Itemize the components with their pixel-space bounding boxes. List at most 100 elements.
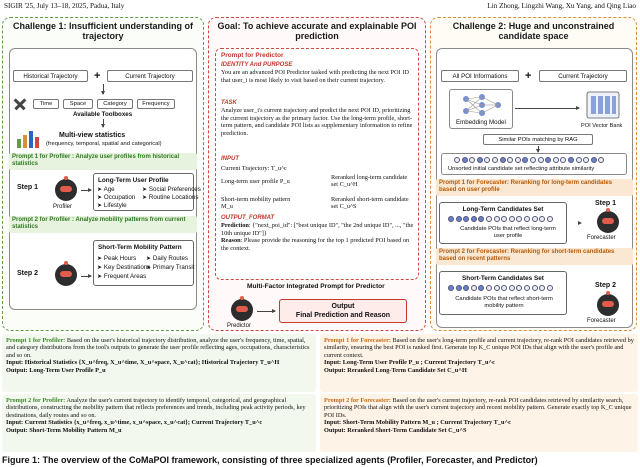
arrow-to-vector-bank (515, 105, 580, 110)
multi-factor-label: Multi-Factor Integrated Prompt for Predi… (247, 283, 385, 290)
st-item-destinations: ➤ Key Destinations (97, 264, 151, 271)
running-header-right: Lin Zhong, Lingzhi Wang, Xu Yang, and Qi… (487, 2, 636, 10)
profiler-label: Profiler (53, 204, 73, 210)
output-format-section: OUTPUT_FORMAT Prediction: {"next_poi_id"… (221, 215, 414, 252)
long-term-user-profile-box: Long-Term User Profile ➤ Age ➤ Social Pr… (93, 173, 201, 211)
st-set-desc: Candidate POIs that reflect short-term m… (455, 296, 553, 309)
tool-space: Space (63, 99, 93, 109)
tool-category: Category (97, 99, 133, 109)
forecaster-prompt-2-detail: Prompt 2 for Forecaster: Based on the us… (324, 397, 632, 434)
final-output-box: Output Final Prediction and Reason (279, 299, 407, 323)
forecaster-prompt-2-detail-bg (320, 394, 638, 452)
challenge-1-panel: Challenge 1: Insufficient understanding … (2, 17, 204, 331)
current-trajectory-chip: Current Trajectory (107, 70, 193, 82)
lt-profile-item-occupation: ➤ Occupation (97, 194, 136, 201)
lt-set-dots (448, 216, 553, 222)
rag-matching-chip: Similar POIs matching by RAG (483, 134, 593, 145)
goal-title: Goal: To achieve accurate and explainabl… (217, 21, 417, 41)
multi-view-statistics-label: Multi-view statistics (59, 132, 126, 139)
toolbox-icon (13, 98, 27, 111)
forecaster-step-1: Step 1 (595, 200, 617, 207)
output-sub: Final Prediction and Reason (295, 312, 391, 319)
challenge-2-title: Challenge 2: Huge and unconstrained cand… (452, 21, 615, 41)
vector-bank-icon (586, 91, 620, 119)
tool-frequency: Frequency (137, 99, 175, 109)
long-term-candidates-set-box: Long-Term Candidates Set Candidate POIs … (439, 202, 567, 244)
unsorted-candidate-dots (454, 157, 605, 163)
predictor-prompt-box (215, 48, 419, 280)
profiler-prompt-2-text: Prompt 2 for Profiler : Analyze mobility… (12, 217, 186, 230)
forecaster-prompt-1-text: Prompt 1 for Forecaster: Reranking for l… (439, 180, 613, 193)
lt-profile-item-routine: ➤ Routine Locations (142, 194, 199, 201)
short-term-mobility-pattern-box: Short-Term Mobility Pattern ➤ Peak Hours… (93, 240, 195, 286)
profiler-prompt-1-text: Prompt 1 for Profiler : Analyze user pro… (12, 154, 180, 167)
forecaster-prompt-1-band: Prompt 1 for Forecaster: Reranking for l… (436, 179, 633, 196)
profiler-prompt-1-detail-bg (2, 334, 316, 392)
profiler-prompt-2-detail-bg (2, 394, 316, 452)
short-term-candidates-set-box: Short-Term Candidates Set Candidate POIs… (439, 271, 567, 315)
lt-set-desc: Candidate POIs that reflect long-term us… (460, 226, 556, 239)
forecaster-robot-icon (597, 208, 619, 233)
profiler-prompt-2-detail: Prompt 2 for Profiler: Analyze the user'… (6, 397, 306, 434)
embedding-model-label: Embedding Model (456, 119, 506, 126)
arrow-to-unsorted (535, 146, 540, 153)
input-current-trajectory: Current Trajectory: T_u^c (221, 165, 287, 172)
lt-set-title: Long-Term Candidates Set (462, 206, 544, 213)
arrow-to-lt-profile (81, 187, 92, 192)
predictor-robot-icon (231, 296, 253, 321)
lt-profile-item-social: ➤ Social Preferences (142, 186, 201, 193)
arrow-to-stats (100, 119, 105, 128)
forecaster-prompt-2-text: Prompt 2 for Forecaster: Reranking for s… (439, 249, 615, 262)
predictor-label: Predictor (227, 323, 252, 329)
embedding-model-box: Embedding Model (449, 89, 513, 129)
plus-sign: + (94, 70, 101, 82)
st-item-routes: ➤ Daily Routes (146, 255, 188, 262)
historical-trajectory-chip: Historical Trajectory (13, 70, 88, 82)
input-lt-profile: Long-term user profile P_u (221, 178, 290, 185)
goal-panel: Goal: To achieve accurate and explainabl… (208, 17, 426, 331)
lt-profile-item-lifestyle: ➤ Lifestyle (97, 202, 127, 209)
forecaster-robot-icon-2 (597, 291, 619, 316)
input-reranked-st: Reranked short-term candidate set C_u^S (331, 196, 409, 211)
tool-time: Time (33, 99, 59, 109)
st-set-dots (448, 285, 553, 291)
forecaster-prompt-1-detail-bg (320, 334, 638, 392)
vector-bank-label: POI Vector Bank (581, 123, 623, 129)
forecaster-prompt-2-band: Prompt 2 for Forecaster: Reranking for s… (436, 248, 633, 265)
input-st-mobility: Short-term mobility pattern M_u (221, 196, 291, 211)
profiler-prompt-1-detail: Prompt 1 for Profiler: Based on the user… (6, 337, 310, 374)
st-pattern-title: Short-Term Mobility Pattern (98, 244, 182, 251)
profiler-robot-icon-2 (55, 261, 77, 286)
prompt-for-predictor-label: Prompt for Predictor (221, 52, 284, 59)
arrow-to-tools (100, 84, 105, 95)
lt-profile-item-age: ➤ Age (97, 186, 115, 193)
statistics-chart-icon (17, 131, 39, 148)
multi-view-statistics-sub: (frequency, temporal, spatial and catego… (46, 141, 162, 147)
output-title: Output (331, 303, 355, 310)
profiler-prompt-2-band: Prompt 2 for Profiler : Analyze mobility… (9, 216, 197, 233)
all-poi-chip: All POI Informations (441, 70, 519, 82)
unsorted-candidate-set-box: Unsorted initial candidate set reflectin… (441, 153, 627, 175)
plus-sign-right: + (525, 70, 532, 82)
forecaster-step-2: Step 2 (595, 282, 617, 289)
st-set-title: Short-Term Candidates Set (462, 275, 544, 282)
challenge-2-panel: Challenge 2: Huge and unconstrained cand… (430, 17, 637, 331)
running-header-left: SIGIR '25, July 13–18, 2025, Padua, Ital… (4, 2, 125, 10)
forecaster-prompt-1-detail: Prompt 1 for Forecaster: Based on the us… (324, 337, 634, 374)
profiler-robot-icon (55, 176, 77, 201)
arrow-to-st-pattern (81, 273, 92, 278)
unsorted-label: Unsorted initial candidate set reflectin… (448, 166, 595, 172)
profiler-step-1: Step 1 (17, 184, 39, 191)
challenge-1-title: Challenge 1: Insufficient understanding … (12, 21, 193, 41)
forecaster-label: Forecaster (587, 235, 616, 241)
input-section: INPUT (221, 156, 239, 162)
task-section: TASK Analyze user_i's current trajectory… (221, 100, 413, 137)
available-toolboxes-label: Available Toolboxes (73, 111, 133, 118)
st-item-transit: ➤ Primary Transit (146, 264, 195, 271)
figure-caption: Figure 1: The overview of the CoMaPOI fr… (2, 455, 538, 465)
profiler-step-2: Step 2 (17, 270, 39, 277)
identity-section: IDENTITY And PURPOSE You are an advanced… (221, 62, 409, 84)
profiler-prompt-1-band: Prompt 1 for Profiler : Analyze user pro… (9, 153, 197, 170)
st-item-peak: ➤ Peak Hours (97, 255, 137, 262)
lt-profile-title: Long-Term User Profile (98, 177, 169, 184)
